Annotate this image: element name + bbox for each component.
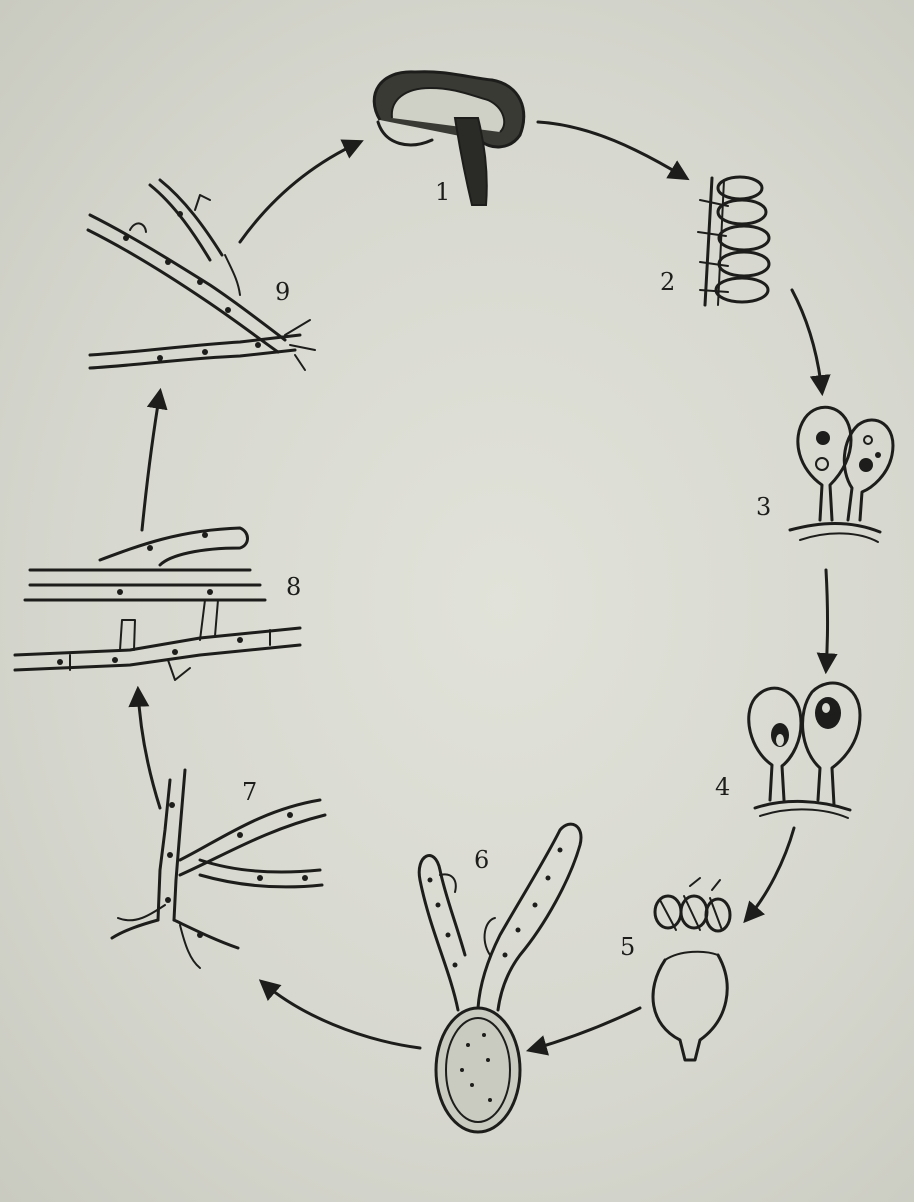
stage-2-label: 2 (660, 268, 675, 296)
stage-5-basidiospores (651, 877, 732, 1062)
stage-8-hyphal-fusion (13, 526, 302, 681)
stage-7-label: 7 (242, 778, 257, 806)
arrow-3-to-4 (816, 568, 838, 675)
stage-2-basidia-layer (697, 175, 771, 307)
cycle-arrows (128, 120, 838, 1056)
arrow-5-to-6 (525, 1006, 642, 1056)
stage-7-primary-mycelium (110, 768, 327, 969)
stage-5-label: 5 (620, 933, 635, 961)
stage-1-label: 1 (435, 178, 450, 206)
stage-9-secondary-mycelium (86, 178, 316, 371)
stage-6-label: 6 (474, 846, 489, 874)
arrow-7-to-8 (128, 685, 162, 810)
stage-4-mature-basidia (747, 681, 862, 819)
stage-labels: 1 2 3 4 5 6 7 8 9 (242, 178, 771, 961)
stage-3-young-basidia (788, 405, 895, 543)
stage-9-label: 9 (275, 278, 290, 306)
stage-6-germinating-spore (417, 822, 583, 1134)
arrow-2-to-3 (790, 288, 831, 397)
stage-3-label: 3 (756, 493, 771, 521)
arrow-4-to-5 (743, 826, 796, 924)
stage-1-fruiting-body (372, 70, 526, 206)
arrow-1-to-2 (536, 120, 690, 181)
stage-4-label: 4 (715, 773, 730, 801)
arrow-8-to-9 (140, 387, 168, 532)
arrow-9-to-1 (238, 139, 364, 244)
arrow-6-to-7 (258, 979, 422, 1050)
stage-8-label: 8 (286, 573, 301, 601)
